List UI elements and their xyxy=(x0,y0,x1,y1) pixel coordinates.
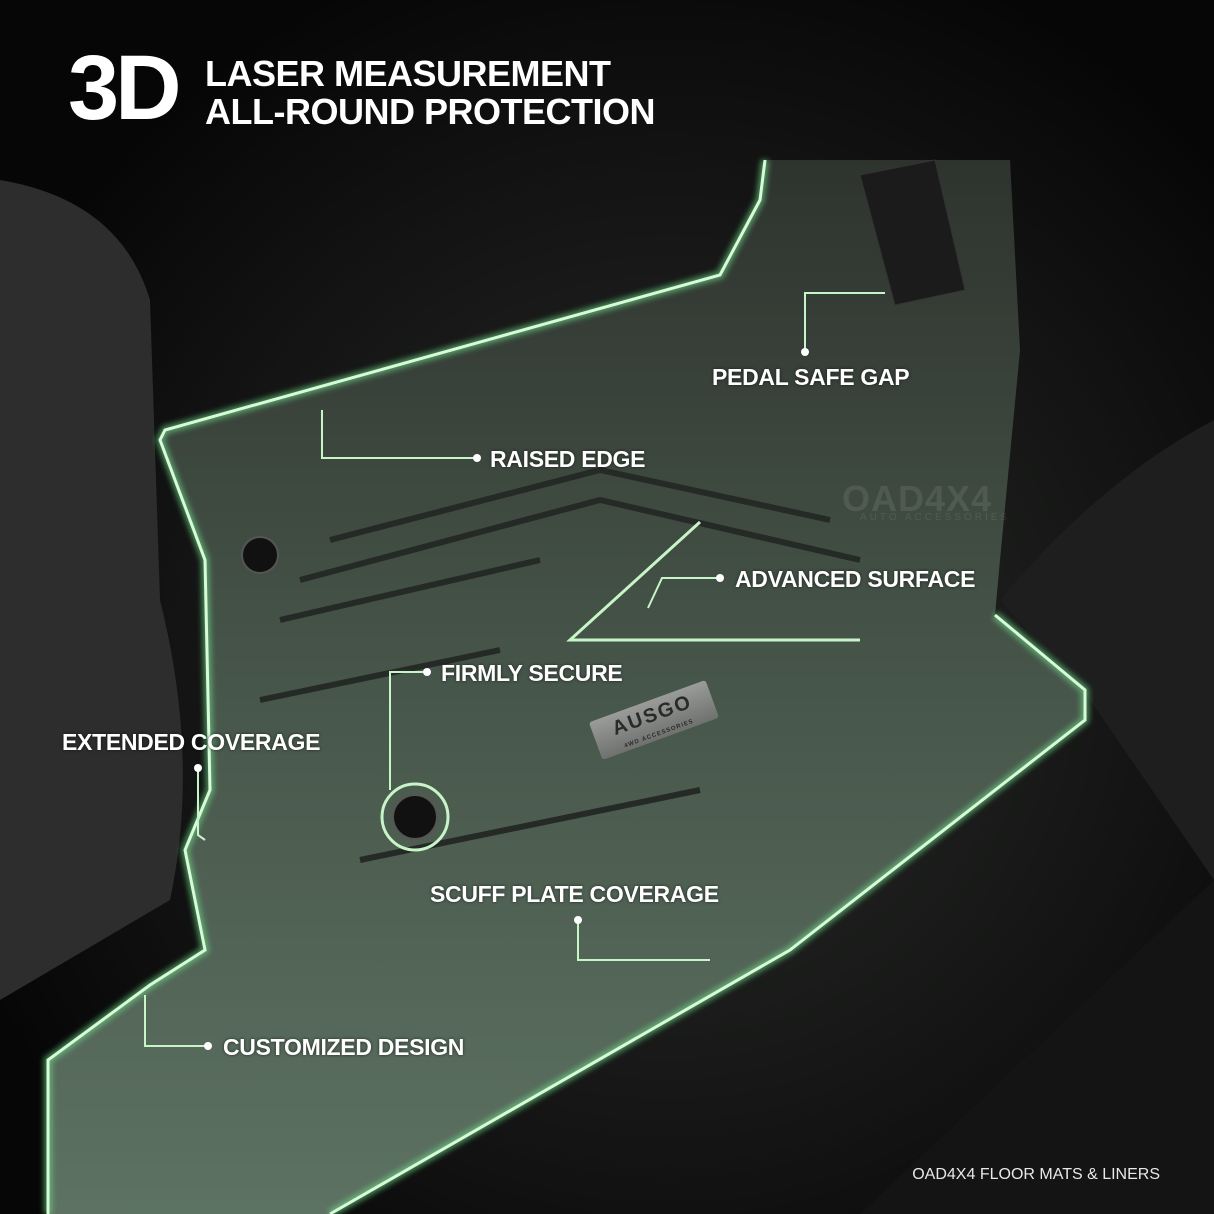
retention-plug xyxy=(241,536,279,574)
callout-extended-coverage: EXTENDED COVERAGE xyxy=(62,729,321,755)
callout-scuff-plate-coverage: SCUFF PLATE COVERAGE xyxy=(430,881,719,907)
headline-line-2: ALL-ROUND PROTECTION xyxy=(205,91,655,132)
leader-customized-design xyxy=(144,995,208,1047)
leader-pedal-safe-gap xyxy=(804,292,885,352)
callout-firmly-secure: FIRMLY SECURE xyxy=(441,660,623,686)
callout-raised-edge: RAISED EDGE xyxy=(490,446,646,472)
firmly-secure-ring xyxy=(380,782,450,852)
mat-outline xyxy=(46,159,1087,1214)
floor-mat xyxy=(48,160,1085,1214)
footer-caption: OAD4X4 FLOOR MATS & LINERS xyxy=(912,1166,1160,1183)
leader-scuff-plate xyxy=(577,920,710,961)
door-trim xyxy=(1000,420,1214,880)
callout-advanced-surface: ADVANCED SURFACE xyxy=(735,566,976,592)
leader-raised-edge xyxy=(321,410,477,459)
door-sill xyxy=(860,880,1214,1214)
callout-pedal-safe-gap: PEDAL SAFE GAP xyxy=(712,364,910,390)
mat-ridges xyxy=(259,466,861,863)
watermark-logo: OAD4X4 xyxy=(842,478,993,519)
seat-shape xyxy=(0,180,183,1000)
leader-advanced-v xyxy=(566,520,860,642)
leader-firmly-secure xyxy=(389,671,427,790)
headline-line-1: LASER MEASUREMENT xyxy=(205,53,611,94)
leader-advanced-surface xyxy=(647,577,720,609)
watermark-tagline: AUTO ACCESSORIES xyxy=(860,512,1011,523)
leader-extended-coverage xyxy=(197,768,206,841)
callout-customized-design: CUSTOMIZED DESIGN xyxy=(223,1034,465,1060)
headline-3d: 3D xyxy=(68,37,182,139)
leader-lines xyxy=(144,292,885,1047)
retention-plug xyxy=(392,794,438,840)
brake-pedal xyxy=(859,159,966,306)
leader-dots xyxy=(194,348,809,1050)
